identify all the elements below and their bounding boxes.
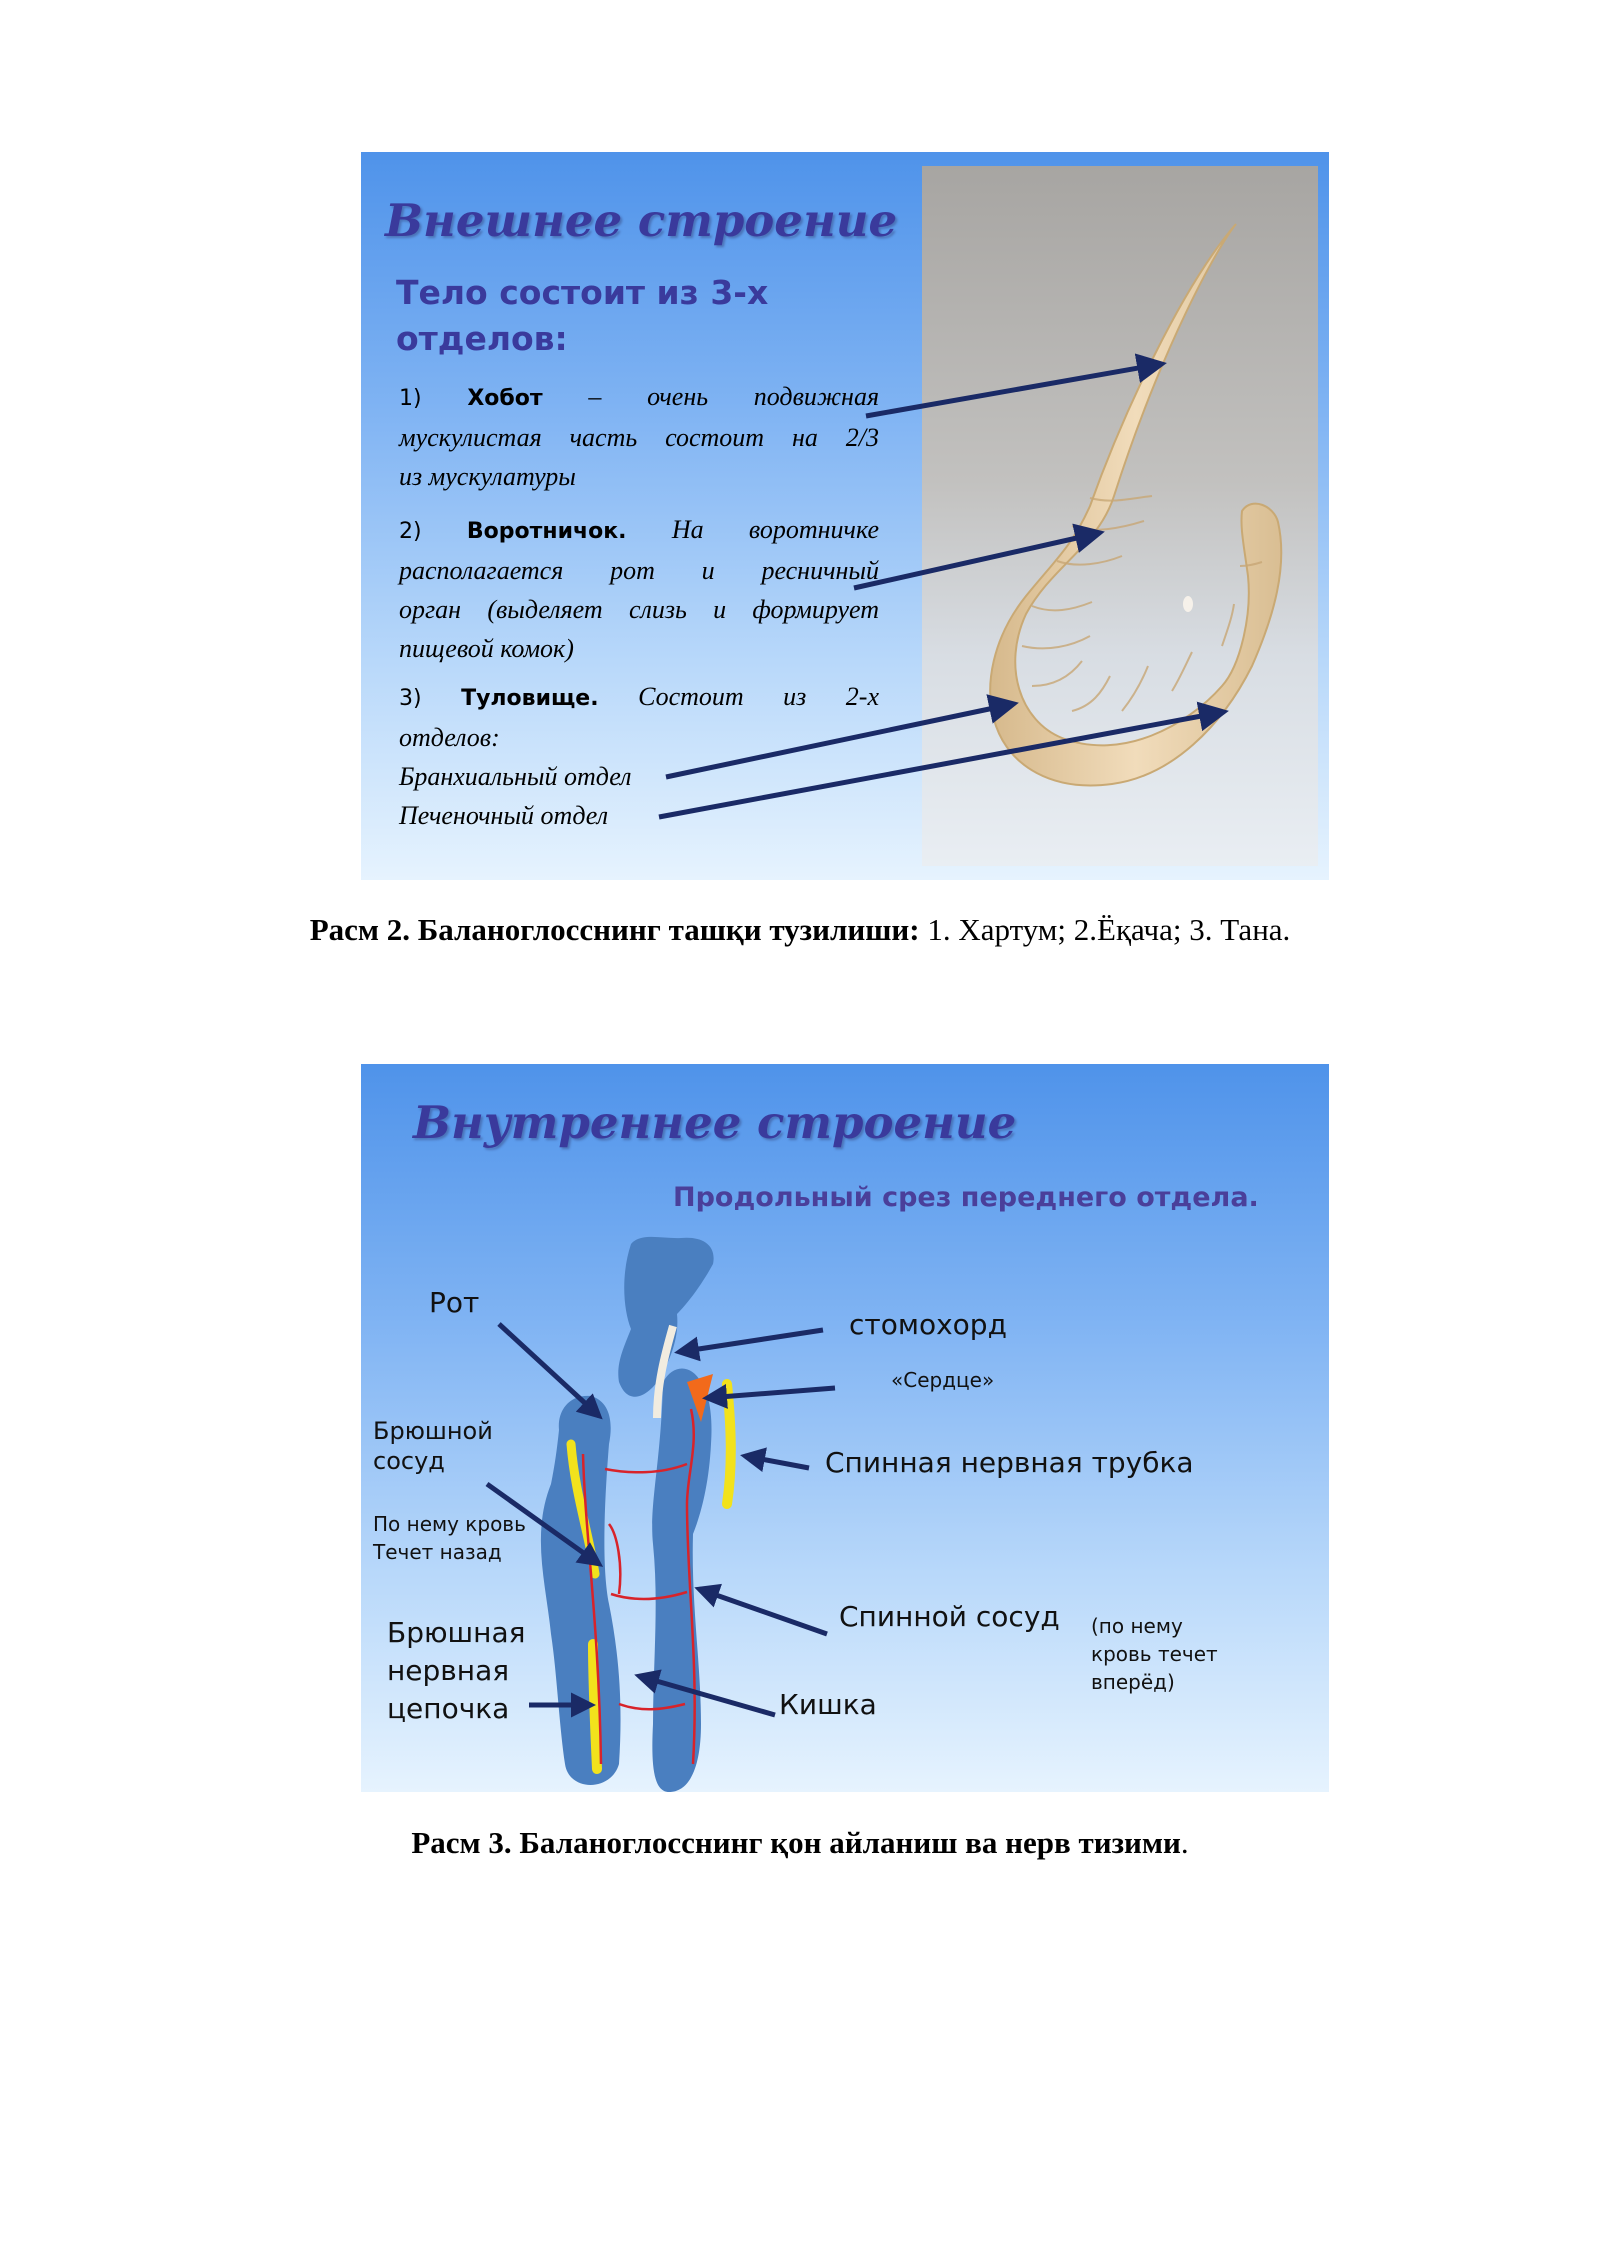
caption-text: .	[1180, 1825, 1189, 1860]
label-stomochord: стомохорд	[849, 1308, 1007, 1341]
diagram-dorsal-column	[652, 1368, 712, 1792]
item-text: пищевой комок)	[399, 634, 574, 663]
item-collar: 2) Воротничок. На воротничке располагает…	[399, 510, 879, 668]
item-trunk: 3) Туловище. Состоит из 2-х отделов: Бра…	[399, 677, 879, 835]
arrow-heart	[702, 1383, 836, 1409]
item-term: Воротничок.	[466, 519, 627, 544]
item-text: На воротничке	[671, 515, 880, 544]
pointer-arrows	[658, 353, 1229, 820]
label-ventral-vessel: Брюшной сосуд	[373, 1417, 493, 1475]
arrow-dorsal-nerve	[740, 1447, 810, 1472]
label-gut: Кишка	[779, 1688, 877, 1721]
slide-title: Внутреннее строение	[413, 1096, 1017, 1149]
item-text: Бранхиальный отдел	[399, 762, 632, 791]
item-number: 3)	[399, 686, 422, 711]
item-term: Туловище.	[461, 686, 599, 711]
internal-structure-slide: Внутреннее строение Продольный срез пере…	[361, 1064, 1329, 1792]
arrow-proboscis	[865, 353, 1167, 419]
caption-bold: Расм 3. Баланоглосснинг қон айланиш ва н…	[411, 1825, 1181, 1860]
internal-diagram	[485, 1236, 836, 1792]
arrow-mouth	[497, 1322, 603, 1420]
item-number: 1)	[399, 386, 422, 411]
worm-speck	[1183, 596, 1193, 612]
arrow-hepatic	[658, 701, 1229, 820]
external-structure-slide: Внешнее строение Тело состоит из 3-х отд…	[361, 152, 1329, 880]
item-text: отделов:	[399, 723, 500, 752]
item-dash: –	[588, 382, 602, 411]
diagram-dorsal-nerve	[722, 1379, 736, 1509]
item-text: располагается рот и ресничный	[399, 556, 879, 585]
worm-illustration	[989, 223, 1283, 787]
label-heart: «Сердце»	[891, 1368, 995, 1392]
diagram-ventral-column	[540, 1395, 621, 1785]
arrow-ventral-vessel	[485, 1481, 604, 1567]
label-mouth: Рот	[429, 1286, 480, 1319]
label-backflow: По нему кровь Течет назад	[373, 1512, 526, 1564]
diagram-proboscis	[618, 1236, 714, 1397]
caption-bold: Расм 2. Баланоглосснинг ташқи тузилиши:	[309, 912, 920, 947]
label-dorsal-nerve: Спинная нервная трубка	[825, 1446, 1194, 1479]
item-proboscis: 1) Хобот – очень подвижная мускулистая ч…	[399, 377, 879, 496]
item-text: Печеночный отдел	[399, 801, 609, 830]
item-text: Состоит из 2-х	[638, 682, 879, 711]
arrow-collar	[853, 523, 1105, 591]
caption-text: 1. Хартум; 2.Ёқача; 3. Тана.	[919, 912, 1291, 947]
worm-body	[989, 223, 1283, 787]
arrow-stomochord	[674, 1327, 824, 1362]
worm-photo	[922, 166, 1318, 866]
item-term: Хобот	[467, 386, 543, 411]
slide-subtitle: Продольный срез переднего отдела.	[673, 1182, 1259, 1213]
item-text: мускулистая часть состоит на 2/3	[399, 423, 879, 452]
figure-caption: Расм 3. Баланоглосснинг қон айланиш ва н…	[0, 1825, 1600, 1861]
slide-title: Внешнее строение	[385, 194, 898, 247]
arrow-gut	[634, 1669, 776, 1718]
item-text: очень подвижная	[647, 382, 880, 411]
slide-subtitle: Тело состоит из 3-х отделов:	[396, 273, 769, 358]
item-text: из мускулатуры	[399, 462, 576, 491]
figure-caption: Расм 2. Баланоглосснинг ташқи тузилиши: …	[0, 912, 1600, 948]
arrow-branchial	[665, 694, 1019, 780]
item-text: орган (выделяет слизь и формирует	[399, 595, 879, 624]
label-dorsal-vessel: Спинной сосуд	[839, 1600, 1060, 1633]
label-ventral-nerve: Брюшная нервная цепочка	[387, 1616, 526, 1725]
arrow-dorsal-vessel	[694, 1583, 828, 1637]
item-number: 2)	[399, 519, 422, 544]
label-forward-flow: (по нему кровь течет вперёд)	[1091, 1614, 1218, 1694]
diagram-stomochord	[653, 1324, 677, 1419]
